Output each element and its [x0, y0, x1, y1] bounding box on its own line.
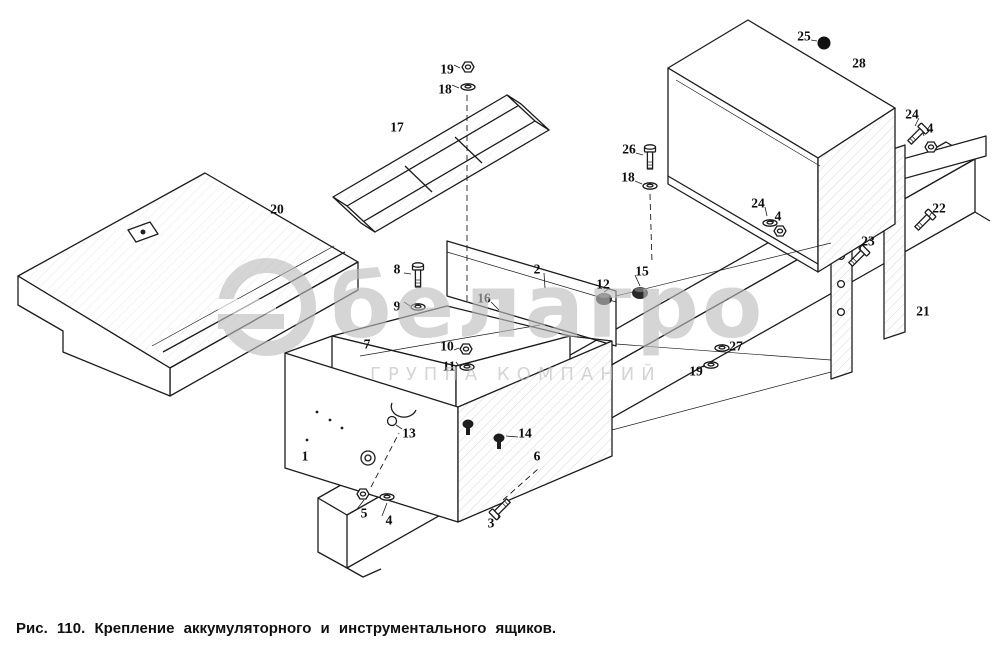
- callout-leader-line: [381, 502, 388, 517]
- callout-leader-line: [859, 244, 862, 253]
- callout-21: 21: [916, 304, 930, 319]
- callout-14: 14: [518, 426, 532, 441]
- callout-leader-line: [453, 64, 461, 69]
- callout-leader-line: [914, 117, 920, 127]
- callout-19: 19: [440, 62, 454, 77]
- callout-leader-line: [453, 347, 460, 351]
- callout-leader-line: [702, 365, 706, 368]
- nut-icon: [461, 61, 475, 73]
- nut-icon: [773, 225, 787, 237]
- washer-icon: [642, 182, 658, 190]
- washer-icon: [703, 361, 719, 369]
- callout-26: 26: [622, 142, 636, 157]
- nut-icon: [356, 488, 370, 500]
- grommet-icon: [632, 287, 648, 299]
- rear-panel: [446, 240, 617, 347]
- callout-2: 2: [534, 262, 541, 277]
- callout-20: 20: [270, 202, 284, 217]
- bolt-icon: [411, 262, 425, 288]
- battery-box: [284, 335, 613, 523]
- dot-icon: [817, 36, 831, 50]
- hold-down-frame: [332, 94, 550, 233]
- hole-icon: [386, 415, 398, 427]
- callout-27: 27: [729, 339, 743, 354]
- callout-13: 13: [402, 426, 416, 441]
- projection-lines: [611, 242, 832, 431]
- washer-icon: [460, 83, 476, 91]
- callout-24: 24: [751, 196, 765, 211]
- callout-leader-line: [634, 180, 643, 185]
- callout-25: 25: [797, 29, 811, 44]
- callout-12: 12: [596, 277, 610, 292]
- ring-icon: [360, 450, 376, 466]
- callout-17: 17: [390, 120, 404, 135]
- callout-leader-line: [603, 287, 611, 293]
- washer-icon: [714, 344, 730, 352]
- callout-leader-line: [451, 84, 460, 89]
- washer-icon: [410, 303, 426, 311]
- grommet-icon: [596, 293, 612, 305]
- assembly-axes: [370, 95, 653, 501]
- callout-28: 28: [852, 56, 866, 71]
- callout-16: 16: [477, 291, 491, 306]
- callout-leader-line: [928, 211, 933, 218]
- callout-7: 7: [364, 337, 371, 352]
- callout-leader-line: [770, 219, 775, 223]
- callout-4: 4: [775, 209, 782, 224]
- callout-leader-line: [356, 499, 365, 510]
- nut-icon: [924, 141, 938, 153]
- callout-leader-line: [455, 361, 460, 367]
- washer-icon: [379, 493, 395, 501]
- leader-lines-layer: [356, 39, 933, 520]
- callout-4: 4: [927, 121, 934, 136]
- bolt-icon: [643, 144, 657, 170]
- callout-15: 15: [635, 264, 649, 279]
- callout-leader-line: [634, 274, 641, 287]
- callout-18: 18: [438, 82, 452, 97]
- callout-leader-line: [490, 301, 500, 311]
- callout-5: 5: [361, 506, 368, 521]
- callout-leader-line: [810, 39, 818, 42]
- callout-24: 24: [905, 107, 919, 122]
- mounting-bracket-right: [830, 135, 987, 380]
- callout-leader-line: [764, 206, 768, 217]
- callout-leader-line: [505, 435, 519, 438]
- callout-leader-line: [922, 131, 925, 137]
- callout-leader-line: [635, 152, 644, 156]
- callout-leader-line: [403, 272, 412, 275]
- bolt-ne-icon: [905, 122, 930, 147]
- callout-6: 6: [534, 449, 541, 464]
- callout-9: 9: [394, 299, 401, 314]
- nut-icon: [459, 343, 473, 355]
- callout-leader-line: [403, 301, 411, 307]
- callout-11: 11: [443, 359, 456, 374]
- callout-18: 18: [621, 170, 635, 185]
- tool-box: [667, 19, 896, 273]
- callout-23: 23: [861, 234, 875, 249]
- callout-8: 8: [394, 262, 401, 277]
- callout-3: 3: [488, 516, 495, 531]
- washer-icon: [459, 363, 475, 371]
- callout-leader-line: [543, 272, 546, 289]
- figure-caption: Рис. 110. Крепление аккумуляторного и ин…: [16, 620, 557, 637]
- callout-19: 19: [689, 364, 703, 379]
- callout-10: 10: [440, 339, 454, 354]
- callout-22: 22: [932, 201, 946, 216]
- callout-1: 1: [302, 449, 309, 464]
- callout-4: 4: [386, 513, 393, 528]
- callout-leader-line: [497, 512, 500, 520]
- callout-leader-line: [395, 424, 403, 430]
- inner-box: [331, 305, 571, 413]
